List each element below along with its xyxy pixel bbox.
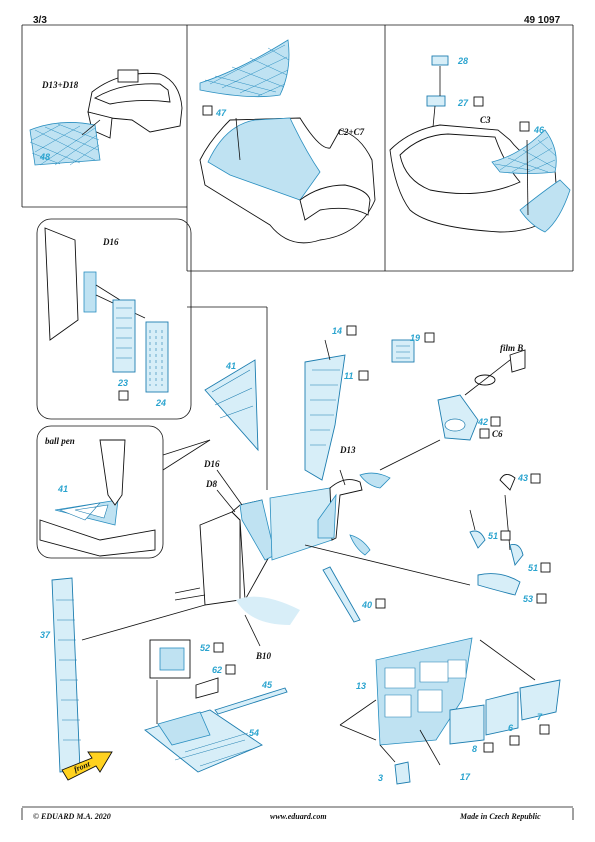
d16-inset: D16 23 24 [36,218,192,420]
part-52: 52 [200,643,210,653]
ball-pen-inset: ball pen 41 [36,425,211,559]
checkmark-icon [530,473,541,484]
part-37: 37 [40,630,51,640]
checkmark-icon [473,96,484,107]
checkmark-icon [490,416,501,427]
part-40: 40 [361,600,372,610]
part-40-strip: 40 [322,566,386,623]
seat-headrest-panel: D13+D18 48 [29,69,183,166]
label-c2-c7: C2+C7 [338,127,365,137]
seat-back-panel: 28 27 C3 46 [389,55,571,233]
website: www.eduard.com [270,812,327,821]
instrument-panel: 13 8 6 7 3 17 [339,637,561,785]
checkmark-icon [509,735,520,746]
checkmark-icon [519,121,530,132]
checkmark-icon [202,105,213,116]
label-film-b: film B [500,343,523,353]
label-d13-d18: D13+D18 [41,80,79,90]
part-51-left: 51 [488,531,498,541]
checkmark-icon [346,325,357,336]
checkmark-icon [540,562,551,573]
part-41-inset: 41 [57,484,68,494]
part-41-bracket: 41 [204,359,259,452]
front-arrow: front [61,751,113,781]
seat-cushion-panel: 47 C2+C7 [199,39,376,244]
label-d13: D13 [339,445,356,455]
part-19: 19 [410,333,420,343]
panel-borders [21,24,574,820]
part-48: 48 [39,152,50,162]
part-23: 23 [117,378,128,388]
part-28: 28 [457,56,468,66]
part-3: 3 [378,773,383,783]
part-42: 42 [477,417,488,427]
part-43: 43 [517,473,528,483]
part-13: 13 [356,681,366,691]
copyright: © EDUARD M.A. 2020 [33,812,111,821]
checkmark-icon [225,664,236,675]
part-17: 17 [460,772,471,782]
label-c6: C6 [492,429,503,439]
part-62: 62 [212,665,222,675]
checkmark-icon [375,598,386,609]
instrument-column: 14 11 [304,325,369,481]
part-6: 6 [508,723,514,733]
part-47: 47 [215,108,227,118]
checkmark-icon [358,370,369,381]
page-number: 3/3 [33,15,47,26]
part-46: 46 [533,125,545,135]
checkmark-icon [118,390,129,401]
part-54: 54 [249,728,259,738]
label-d16: D16 [203,459,220,469]
checkmark-icon [213,642,224,653]
part-19-panel: 19 [391,332,435,363]
part-53: 53 [523,594,533,604]
label-c3: C3 [480,115,491,125]
label-d16-inset: D16 [102,237,119,247]
part-41: 41 [225,361,236,371]
gunsight-assembly: film B 42 C6 [359,343,526,489]
floor-assembly: 52 62 45 54 [144,639,288,773]
label-ball-pen: ball pen [45,436,75,446]
part-14: 14 [332,326,342,336]
part-51-right: 51 [528,563,538,573]
kit-code: 49 1097 [524,15,561,26]
part-27: 27 [457,98,469,108]
cockpit-tub: D16 D8 B10 D13 [174,445,363,661]
label-d8: D8 [205,479,217,489]
label-b10: B10 [255,651,272,661]
made-in: Made in Czech Republic [460,812,541,821]
part-8: 8 [472,744,477,754]
checkmark-icon [424,332,435,343]
checkmark-icon [483,742,494,753]
paint-icon [479,428,490,439]
part-45: 45 [261,680,273,690]
part-11: 11 [344,371,353,381]
part-24: 24 [155,398,166,408]
rudder-pedals: 43 51 51 53 [304,473,551,604]
part-7: 7 [537,712,543,722]
checkmark-icon [539,724,550,735]
checkmark-icon [500,530,511,541]
checkmark-icon [536,593,547,604]
